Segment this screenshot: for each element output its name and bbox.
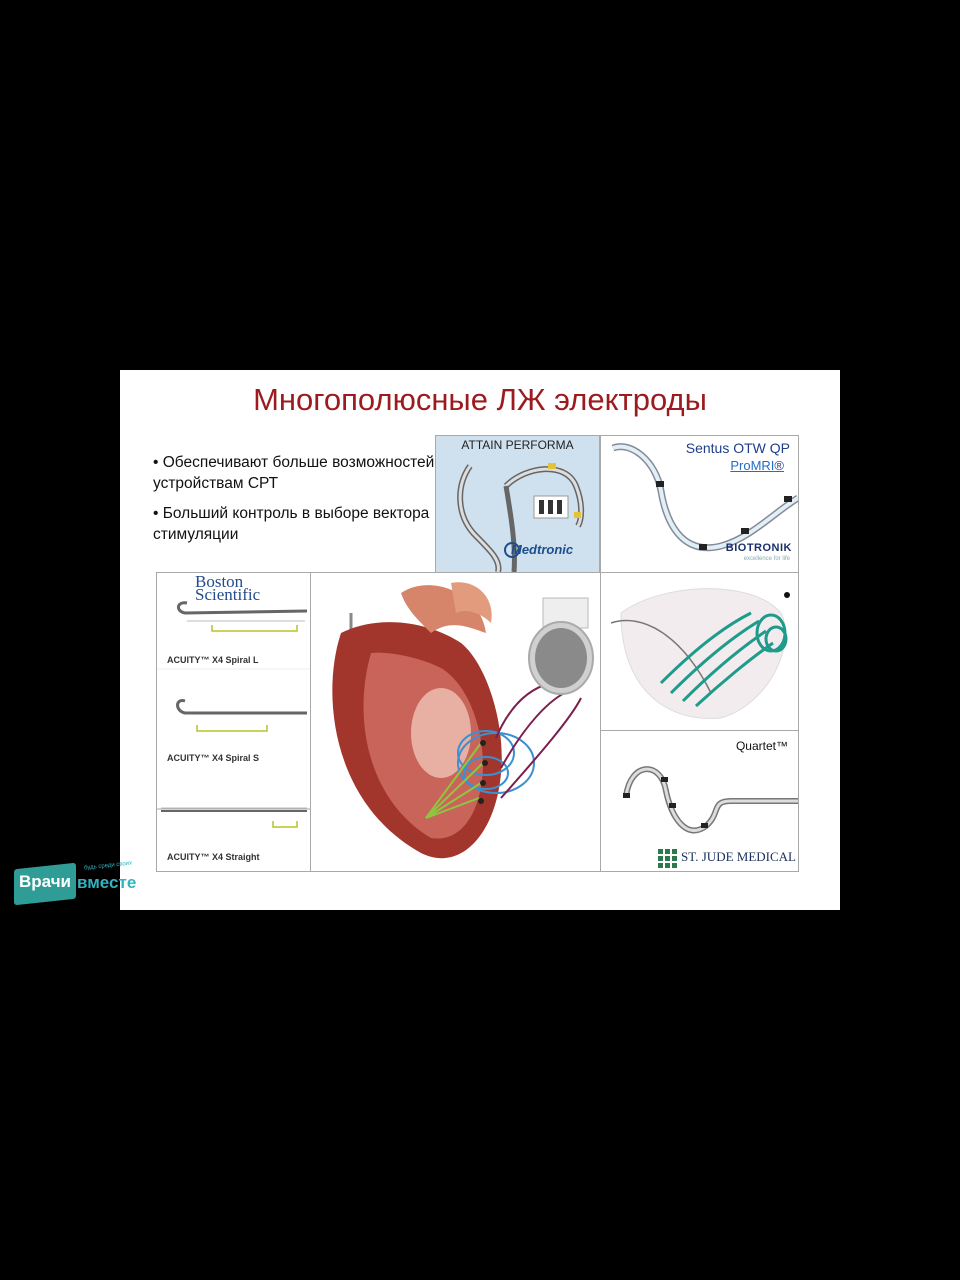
lead-placement-panel bbox=[600, 572, 799, 732]
vrachi-vmeste-logo: Врачи вместе будь среди своих bbox=[12, 860, 147, 910]
bullet-item: • Больший контроль в выборе вектора стим… bbox=[153, 505, 430, 543]
promri-link: ProMRI® bbox=[730, 458, 784, 473]
slide: Многополюсные ЛЖ электроды • Обеспечиваю… bbox=[120, 370, 840, 910]
quartet-lead-name: Quartet™ bbox=[735, 739, 788, 753]
acuity-straight-label: ACUITY™ X4 Straight bbox=[167, 852, 260, 862]
registered-mark: ® bbox=[774, 458, 784, 473]
acuity-lead-diagrams bbox=[157, 601, 311, 828]
acuity-spiral-l-label: ACUITY™ X4 Spiral L bbox=[167, 655, 259, 665]
biotronik-tagline: excellence for life bbox=[743, 556, 790, 562]
promri-text: ProMRI bbox=[730, 458, 775, 473]
acuity-spiral-s-label: ACUITY™ X4 Spiral S bbox=[167, 753, 260, 763]
logo-word-vrachi: Врачи bbox=[19, 872, 72, 891]
lead-placement-sketch bbox=[610, 588, 790, 720]
st-jude-medical-logo: ST. JUDE MEDICAL bbox=[681, 849, 796, 864]
heart-illustration-panel bbox=[310, 572, 601, 872]
quartet-panel: Quartet™ ST. JUDE MEDICAL bbox=[600, 730, 799, 872]
biotronik-logo: BIOTRONIK bbox=[725, 542, 792, 554]
boston-scientific-logo: Boston Scientific bbox=[195, 572, 261, 604]
attain-lead-illustration bbox=[457, 463, 585, 572]
sentus-lead-illustration bbox=[611, 443, 798, 552]
boston-logo-line2: Scientific bbox=[195, 585, 261, 604]
attain-title: ATTAIN PERFORMA bbox=[461, 438, 574, 452]
sentus-panel: Sentus OTW QP ProMRI® BIOTRONIK excellen… bbox=[600, 435, 799, 573]
bullet-item: • Обеспечивают больше возможностей устро… bbox=[153, 454, 435, 492]
boston-logo-line1: Boston bbox=[195, 572, 244, 591]
attain-performa-panel: ATTAIN PERFORMA Medtronic bbox=[435, 435, 600, 573]
quartet-lead-illustration bbox=[623, 766, 798, 868]
boston-scientific-panel: Boston Scientific ACUITY™ X4 Spiral L AC… bbox=[156, 572, 312, 872]
slide-title: Многополюсные ЛЖ электроды bbox=[253, 382, 707, 417]
medtronic-logo: Medtronic bbox=[511, 542, 574, 557]
logo-tagline: будь среди своих bbox=[83, 860, 133, 872]
logo-word-vmeste: вместе bbox=[77, 873, 137, 892]
sentus-lead-name: Sentus OTW QP bbox=[685, 440, 790, 456]
heart-with-device-illustration bbox=[332, 582, 594, 859]
bullet-list: • Обеспечивают больше возможностей устро… bbox=[153, 452, 443, 554]
